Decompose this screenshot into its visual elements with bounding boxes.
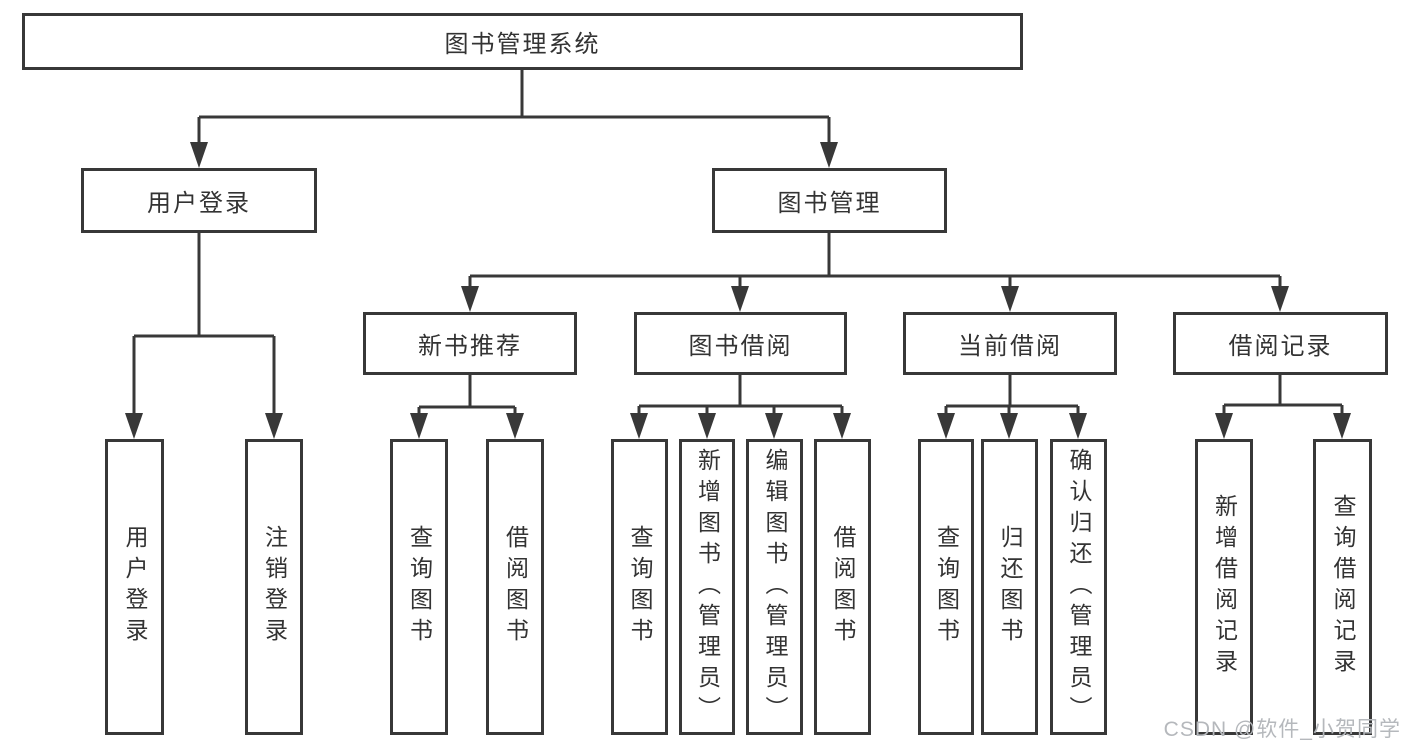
leaf-borrow-books-rec: 借阅图书 (486, 439, 544, 735)
leaf-query-books-rec: 查询图书 (390, 439, 448, 735)
leaf-borrow-books: 借阅图书 (814, 439, 871, 735)
leaf-add-book-admin: 新增图书（管理员） (679, 439, 735, 735)
leaf-return-book: 归还图书 (981, 439, 1038, 735)
node-borrowing-records: 借阅记录 (1173, 312, 1388, 375)
node-new-book-recommendation: 新书推荐 (363, 312, 577, 375)
arrow-down-icons (125, 142, 1351, 439)
leaf-confirm-return-admin: 确认归还（管理员） (1050, 439, 1107, 735)
leaf-user-login: 用户登录 (105, 439, 164, 735)
node-book-borrowing: 图书借阅 (634, 312, 847, 375)
leaf-logout: 注销登录 (245, 439, 303, 735)
node-user-login-branch: 用户登录 (81, 168, 317, 233)
node-library-management-system: 图书管理系统 (22, 13, 1023, 70)
connector-paths (132, 69, 1344, 421)
node-current-borrowing: 当前借阅 (903, 312, 1117, 375)
node-book-management-branch: 图书管理 (712, 168, 947, 233)
leaf-add-borrow-record: 新增借阅记录 (1195, 439, 1253, 735)
leaf-query-borrow-record: 查询借阅记录 (1313, 439, 1372, 735)
leaf-edit-book-admin: 编辑图书（管理员） (746, 439, 803, 735)
leaf-query-books-current: 查询图书 (918, 439, 974, 735)
leaf-query-books-borrow: 查询图书 (611, 439, 668, 735)
csdn-watermark: CSDN @软件_小贺同学 (1163, 718, 1401, 741)
